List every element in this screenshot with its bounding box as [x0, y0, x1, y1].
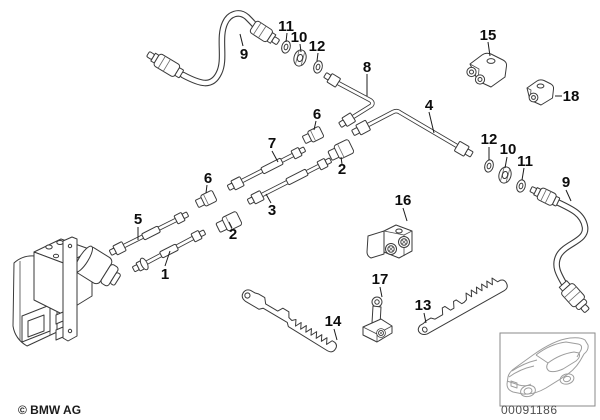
- callout-11-top[interactable]: 11: [278, 18, 294, 35]
- union-nut-10-right-drawing: [496, 165, 514, 185]
- callout-labels: 9 11 10 12 8 4 15 18 6 2 7 3 6 2 5 1 12 …: [134, 18, 580, 330]
- rail-14-drawing: [241, 289, 337, 353]
- brake-pipe-8-drawing: [321, 70, 375, 130]
- callout-7[interactable]: 7: [268, 135, 276, 152]
- callout-8[interactable]: 8: [363, 59, 371, 76]
- callout-17[interactable]: 17: [372, 271, 389, 288]
- brake-hose-left-drawing: [146, 10, 280, 87]
- brake-pipe-3-drawing: [245, 155, 334, 207]
- callout-14[interactable]: 14: [325, 313, 342, 330]
- callout-6-upper[interactable]: 6: [313, 106, 321, 123]
- callout-11-right[interactable]: 11: [517, 153, 533, 170]
- callout-2-lower[interactable]: 2: [229, 226, 237, 243]
- callout-12-top[interactable]: 12: [309, 38, 326, 55]
- vehicle-thumbnail: [499, 332, 596, 407]
- union-6-upper-drawing: [300, 125, 325, 146]
- rail-13-drawing: [417, 277, 508, 336]
- holder-17-drawing: [362, 296, 393, 343]
- copyright-text: © BMW AG: [18, 403, 82, 417]
- union-2-upper-drawing: [326, 138, 355, 164]
- callout-6-lower[interactable]: 6: [204, 170, 212, 187]
- brake-hose-right-drawing: [529, 186, 590, 313]
- brake-pipe-5-drawing: [107, 209, 191, 258]
- callout-10-right[interactable]: 10: [500, 141, 517, 158]
- clamp-15-drawing: [466, 52, 508, 88]
- callout-13[interactable]: 13: [415, 297, 432, 314]
- washer-12-right-drawing: [482, 158, 496, 174]
- callout-5[interactable]: 5: [134, 211, 142, 228]
- brake-pipe-7-drawing: [225, 144, 308, 193]
- callout-9-left[interactable]: 9: [240, 46, 248, 63]
- callout-18[interactable]: 18: [563, 88, 580, 105]
- callout-1[interactable]: 1: [161, 266, 169, 283]
- callout-16[interactable]: 16: [395, 192, 412, 209]
- bracket-16-drawing: [366, 224, 413, 259]
- callout-12-right[interactable]: 12: [481, 131, 498, 148]
- union-nut-10-top-drawing: [291, 48, 309, 68]
- callout-4[interactable]: 4: [425, 97, 434, 114]
- callout-2-upper[interactable]: 2: [338, 161, 346, 178]
- callout-3[interactable]: 3: [268, 202, 276, 219]
- washer-11-right-drawing: [514, 178, 528, 194]
- callout-10-top[interactable]: 10: [291, 29, 308, 46]
- washer-12-top-drawing: [311, 59, 325, 75]
- clamp-18-drawing: [526, 79, 555, 106]
- image-number: 00091186: [501, 403, 558, 417]
- brake-pipe-4-drawing: [349, 108, 475, 160]
- hydro-unit-drawing: [12, 236, 121, 347]
- callout-9-right[interactable]: 9: [562, 174, 570, 191]
- leader-lines: [137, 32, 572, 341]
- brake-pipe-1-drawing: [132, 227, 208, 273]
- callout-15[interactable]: 15: [480, 27, 497, 44]
